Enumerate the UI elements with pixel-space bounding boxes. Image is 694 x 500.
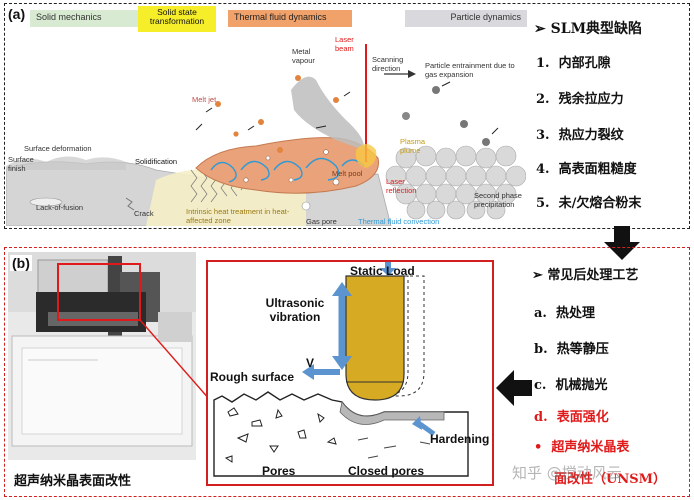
label-particle-entrainment: Particle entrainment due to gas expansio… (425, 61, 515, 79)
defect-num: 3. (536, 128, 550, 143)
post-item-c: c. 机械抛光 (534, 374, 608, 393)
label-hardening: Hardening (430, 432, 490, 446)
post-item-b: b. 热等静压 (534, 338, 609, 357)
arrow-icon: ➢ (534, 21, 551, 37)
defect-num: 1. (536, 56, 550, 71)
post-text: 热等静压 (556, 342, 609, 357)
defect-text: 热应力裂纹 (558, 128, 624, 143)
label-melt-jet: Melt jet (192, 95, 217, 104)
label-lack-of-fusion: Lack-of-fusion (36, 203, 84, 212)
post-num: c. (534, 378, 547, 393)
arrow-icon: ➢ (532, 268, 548, 283)
down-arrow-icon (604, 226, 640, 260)
gas-bubbles (243, 149, 340, 186)
left-arrow-icon (496, 370, 532, 406)
slm-illustration (6, 44, 526, 226)
panel-a (4, 3, 690, 229)
unsm-schematic (213, 262, 469, 477)
label-surface-deformation: Surface deformation (24, 144, 92, 153)
label-solidification: Solidification (135, 157, 178, 166)
defect-text: 未/欠熔合粉末 (558, 196, 642, 211)
post-text: 表面强化 (556, 410, 609, 425)
unsm-text-1: 超声纳米晶表 (551, 440, 630, 455)
category-thermal-fluid: Thermal fluid dynamics (228, 10, 352, 27)
defect-num: 2. (536, 92, 550, 107)
watermark: 知乎 @搅动风云 (512, 464, 622, 482)
label-pores: Pores (262, 464, 296, 478)
label-ultrasonic-vibration: Ultrasonic vibration (258, 296, 332, 325)
post-title: ➢ 常见后处理工艺 (532, 264, 638, 283)
surface-bumps (6, 156, 126, 170)
label-ultrasonic-text: Ultrasonic vibration (265, 296, 325, 325)
plasma-glow (355, 144, 377, 168)
defect-item-2: 2. 残余拉应力 (536, 88, 624, 107)
label-metal-vapour: Metal vapour (292, 47, 315, 65)
defect-text: 高表面粗糙度 (558, 162, 637, 177)
category-solid-state-text: Solid state transformation (149, 7, 205, 27)
defect-item-4: 4. 高表面粗糙度 (536, 158, 637, 177)
post-num: d. (534, 410, 548, 425)
label-plasma-plume: Plasma plume (400, 137, 426, 155)
metal-vapour-plume (291, 76, 365, 150)
post-num: a. (534, 306, 547, 321)
post-title-text: 常见后处理工艺 (547, 268, 639, 283)
label-scanning-direction: Scanning direction (372, 55, 404, 73)
label-surface-finish: Surface finish (8, 155, 34, 173)
crack-line (125, 197, 135, 211)
connector-lines (139, 319, 211, 401)
label-velocity: V (306, 356, 315, 370)
label-melt-pool: Melt pool (332, 169, 363, 178)
powder-particles (385, 145, 526, 220)
ejected-particles (195, 75, 499, 153)
post-text: 热处理 (556, 306, 596, 321)
post-item-d: d. 表面强化 (534, 406, 609, 425)
category-particle-dynamics: Particle dynamics (405, 10, 527, 27)
defect-num: 4. (536, 162, 550, 177)
category-solid-mechanics: Solid mechanics (30, 10, 148, 27)
unsm-tool (345, 275, 405, 401)
label-static-load: Static Load (350, 264, 415, 278)
defect-num: 5. (536, 196, 550, 211)
post-item-a: a. 热处理 (534, 302, 595, 321)
label-second-phase: Second phase precipitation (474, 191, 522, 209)
defect-item-1: 1. 内部孔隙 (536, 52, 611, 71)
label-rough-surface: Rough surface (210, 370, 295, 384)
label-heat-treatment: Intrinsic heat treatment in heat-affecte… (186, 207, 290, 225)
gas-pore-circle (301, 201, 311, 211)
defect-item-3: 3. 热应力裂纹 (536, 124, 624, 143)
label-laser-reflection: Laser reflection (386, 177, 417, 195)
label-closed-pores: Closed pores (348, 464, 425, 478)
label-laser-beam: Laser beam (335, 35, 354, 53)
defect-text: 残余拉应力 (558, 92, 624, 107)
defects-title-text: SLM典型缺陷 (550, 21, 643, 37)
unsm-machine-photo (8, 252, 196, 460)
post-text: 机械抛光 (555, 378, 608, 393)
panel-a-label: (a) (8, 6, 26, 22)
defect-text: 内部孔隙 (558, 56, 611, 71)
unsm-line-1: • 超声纳米晶表 (534, 436, 629, 455)
bullet-icon: • (534, 440, 552, 455)
panel-b-label: (b) (10, 255, 32, 271)
panel-b (4, 247, 690, 497)
label-gas-pore: Gas pore (306, 217, 337, 226)
defect-item-5: 5. 未/欠熔合粉末 (536, 192, 641, 211)
unsm-line-2: 面改性（UNSM） (554, 472, 666, 487)
category-solid-state: Solid state transformation (138, 6, 216, 32)
lack-of-fusion-void (29, 197, 63, 207)
label-thermal-fluid-convection: Thermal fluid convection (358, 217, 440, 226)
closed-pores (357, 437, 431, 459)
defects-title: ➢ SLM典型缺陷 (534, 18, 642, 38)
label-crack: Crack (134, 209, 154, 218)
pores (224, 407, 337, 463)
photo-caption: 超声纳米晶表面改性 (14, 474, 132, 489)
highlight-box (57, 263, 141, 321)
post-num: b. (534, 342, 548, 357)
